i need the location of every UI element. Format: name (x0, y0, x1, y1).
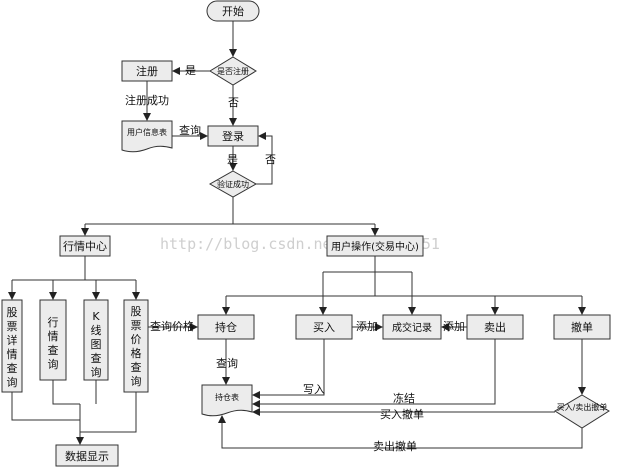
edge-verify-no (256, 132, 273, 185)
market-query-node (39, 299, 67, 381)
buy-sell-cancel-label-1: 买入/卖出撤单 (557, 402, 608, 412)
deal-record-label: 成交记录 (392, 321, 432, 334)
holdings-table-document (201, 384, 253, 417)
buy-sell-cancel-text: 买入/卖出撤单 (557, 402, 608, 412)
cancel-label: 撤单 (571, 320, 593, 334)
data-display-label: 数据显示 (65, 449, 109, 463)
edge-label-verify-no: 否 (265, 153, 276, 166)
market-query-label: 行情查询 (48, 316, 59, 371)
edge-label-no-register: 否 (228, 96, 239, 109)
edge-label-sell-cancel: 卖出撤单 (373, 439, 417, 453)
register-label: 注册 (136, 64, 158, 78)
stock-price-query-label: 股票价格查询 (131, 305, 142, 388)
edge-sell-cancel (218, 415, 583, 449)
stock-detail-label: 股票详情查询 (7, 306, 18, 389)
start-label: 开始 (222, 4, 244, 18)
edge-sell-freeze (252, 339, 496, 408)
market-center-label: 行情中心 (63, 240, 107, 253)
edge-detail-bottom (11, 392, 80, 421)
cancel-node (553, 314, 611, 340)
user-ops-label: 用户操作(交易中心) (331, 240, 419, 253)
edge-label-add-buy: 添加 (356, 319, 378, 333)
edge-label-query-user: 查询 (179, 123, 201, 137)
sell-label: 卖出 (484, 320, 506, 334)
sell-node (466, 314, 524, 340)
edge-label-query-holdings: 查询 (216, 356, 238, 370)
is-registered-label: 是否注册 (217, 66, 249, 76)
edge-mq-bottom (52, 380, 80, 405)
data-display-node (55, 444, 119, 467)
edge-buy-write (252, 339, 325, 399)
stock-price-query-node (123, 299, 149, 393)
user-table-document (121, 120, 173, 153)
edge-label-query-price: 查询价格 (150, 319, 194, 333)
holdings-table-label: 持仓表 (215, 392, 239, 402)
holdings-node (197, 314, 255, 340)
buy-label: 买入 (313, 321, 335, 334)
edge-label-buy-cancel: 买入撤单 (380, 407, 424, 421)
edge-label-yes-register: 是 (185, 64, 196, 77)
edge-sp-bottom (80, 392, 137, 433)
edge-label-add-sell: 添加 (443, 319, 465, 333)
edge-label-write: 写入 (303, 383, 325, 396)
holdings-label: 持仓 (215, 320, 237, 334)
edge-label-register-success: 注册成功 (125, 93, 169, 107)
login-label: 登录 (222, 129, 244, 143)
kline-query-node (83, 299, 109, 381)
user-table-label: 用户信息表 (127, 127, 167, 137)
buy-node (295, 314, 353, 340)
edge-label-verify-yes: 是 (227, 153, 238, 166)
edge-label-freeze: 冻结 (393, 391, 415, 405)
edge-verify-to-split (85, 197, 234, 225)
verify-label: 验证成功 (217, 179, 249, 189)
